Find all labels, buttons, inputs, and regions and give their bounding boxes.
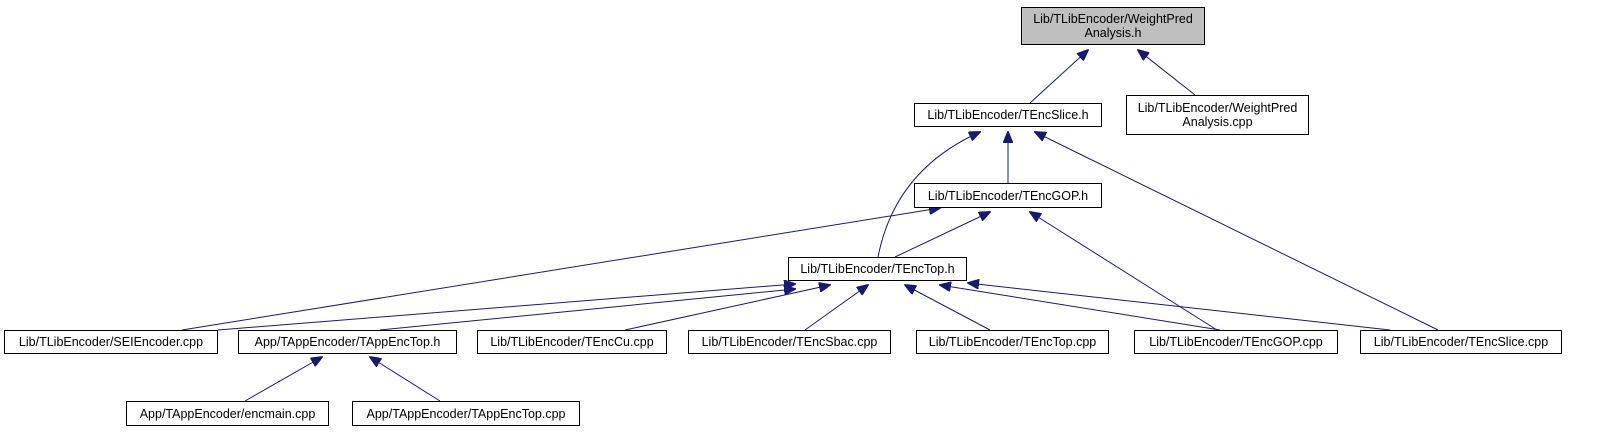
edge-tappenctop_cpp-to-tappenctop_h — [370, 357, 441, 402]
node-label-line: App/TAppEncoder/encmain.cpp — [139, 406, 316, 421]
graph-node-tenctop-cpp[interactable]: Lib/TLibEncoder/TEncTop.cpp — [916, 330, 1109, 354]
edge-tencslice_h-to-wpa_h — [1029, 50, 1088, 104]
graph-node-tenctop-h[interactable]: Lib/TLibEncoder/TEncTop.h — [788, 257, 967, 281]
node-label: Lib/TLibEncoder/TEncGOP.cpp — [1149, 335, 1322, 349]
edge-tenctop_cpp-to-tenctop_h — [905, 285, 991, 331]
graph-node-tencgop-cpp[interactable]: Lib/TLibEncoder/TEncGOP.cpp — [1134, 330, 1338, 354]
node-label-line: Lib/TLibEncoder/TEncTop.cpp — [928, 335, 1097, 349]
node-label-line: Lib/TLibEncoder/WeightPred — [1137, 101, 1298, 115]
graph-node-tenccu-cpp[interactable]: Lib/TLibEncoder/TEncCu.cpp — [477, 330, 667, 354]
node-label: Lib/TLibEncoder/SEIEncoder.cpp — [19, 335, 203, 349]
edge-tencgop_cpp-to-tenctop_h — [940, 285, 1221, 331]
node-label: Lib/TLibEncoder/TEncSlice.cpp — [1374, 335, 1548, 349]
graph-node-encmain-cpp[interactable]: App/TAppEncoder/encmain.cpp — [126, 401, 329, 426]
edge-tencgop_cpp-to-tencgop_h — [1030, 212, 1218, 331]
node-label-line: Lib/TLibEncoder/TEncSlice.h — [927, 108, 1089, 122]
graph-node-tencgop-h[interactable]: Lib/TLibEncoder/TEncGOP.h — [914, 183, 1102, 208]
edge-wpa_cpp-to-wpa_h — [1138, 50, 1196, 96]
node-label-line: Lib/TLibEncoder/TEncGOP.h — [927, 188, 1089, 203]
node-label-line: Lib/TLibEncoder/TEncGOP.cpp — [1149, 335, 1323, 349]
edge-tencslice_cpp-to-tencslice_h — [1035, 132, 1439, 331]
graph-node-tencslice-cpp[interactable]: Lib/TLibEncoder/TEncSlice.cpp — [1360, 330, 1562, 354]
node-label-line: Lib/TLibEncoder/WeightPred — [1033, 12, 1193, 26]
node-label-line: App/TAppEncoder/TAppEncTop.cpp — [366, 406, 566, 421]
graph-node-tappenctop-cpp[interactable]: App/TAppEncoder/TAppEncTop.cpp — [352, 401, 580, 426]
node-label-line: Analysis.cpp — [1182, 115, 1253, 129]
node-label: Lib/TLibEncoder/TEncSlice.h — [927, 108, 1088, 122]
node-label-line: Lib/TLibEncoder/TEncSbac.cpp — [701, 335, 878, 349]
edge-seiencoder_cpp-to-tencgop_h — [181, 208, 940, 331]
node-label-line: Analysis.h — [1084, 26, 1142, 40]
graph-node-seiencoder-cpp[interactable]: Lib/TLibEncoder/SEIEncoder.cpp — [4, 330, 218, 354]
graph-node-tencsbac-cpp[interactable]: Lib/TLibEncoder/TEncSbac.cpp — [688, 330, 891, 354]
node-label: Lib/TLibEncoder/TEncTop.h — [800, 262, 954, 276]
edge-tencslice_cpp-to-tenctop_h — [968, 283, 1391, 331]
edge-seiencoder_cpp-to-tenctop_h — [217, 284, 795, 331]
edge-tencsbac_cpp-to-tenctop_h — [804, 285, 868, 331]
node-label: Lib/TLibEncoder/TEncSbac.cpp — [702, 335, 878, 349]
node-label: App/TAppEncoder/encmain.cpp — [140, 407, 316, 421]
node-label-line: App/TAppEncoder/TAppEncTop.h — [254, 335, 441, 349]
node-label: Lib/TLibEncoder/TEncCu.cpp — [490, 335, 653, 349]
edge-encmain_cpp-to-tappenctop_h — [244, 357, 322, 402]
node-label: App/TAppEncoder/TAppEncTop.cpp — [367, 407, 566, 421]
node-label-line: Lib/TLibEncoder/SEIEncoder.cpp — [18, 335, 204, 349]
node-label-line: Lib/TLibEncoder/TEncCu.cpp — [490, 335, 654, 349]
edge-tenctop_h-to-tencgop_h — [894, 212, 990, 258]
edge-tappenctop_h-to-tenctop_h — [379, 289, 795, 331]
node-label-line: Lib/TLibEncoder/TEncSlice.cpp — [1373, 335, 1549, 349]
node-label: Lib/TLibEncoder/TEncTop.cpp — [929, 335, 1096, 349]
graph-node-tappenctop-h[interactable]: App/TAppEncoder/TAppEncTop.h — [238, 330, 457, 354]
edge-tenccu_cpp-to-tenctop_h — [624, 285, 830, 331]
node-label: App/TAppEncoder/TAppEncTop.h — [255, 335, 441, 349]
node-label: Lib/TLibEncoder/TEncGOP.h — [928, 189, 1088, 203]
node-label-line: Lib/TLibEncoder/TEncTop.h — [800, 262, 955, 276]
graph-node-tencslice-h[interactable]: Lib/TLibEncoder/TEncSlice.h — [914, 103, 1102, 127]
edge-tenctop_h-to-tencslice_h — [877, 132, 980, 258]
